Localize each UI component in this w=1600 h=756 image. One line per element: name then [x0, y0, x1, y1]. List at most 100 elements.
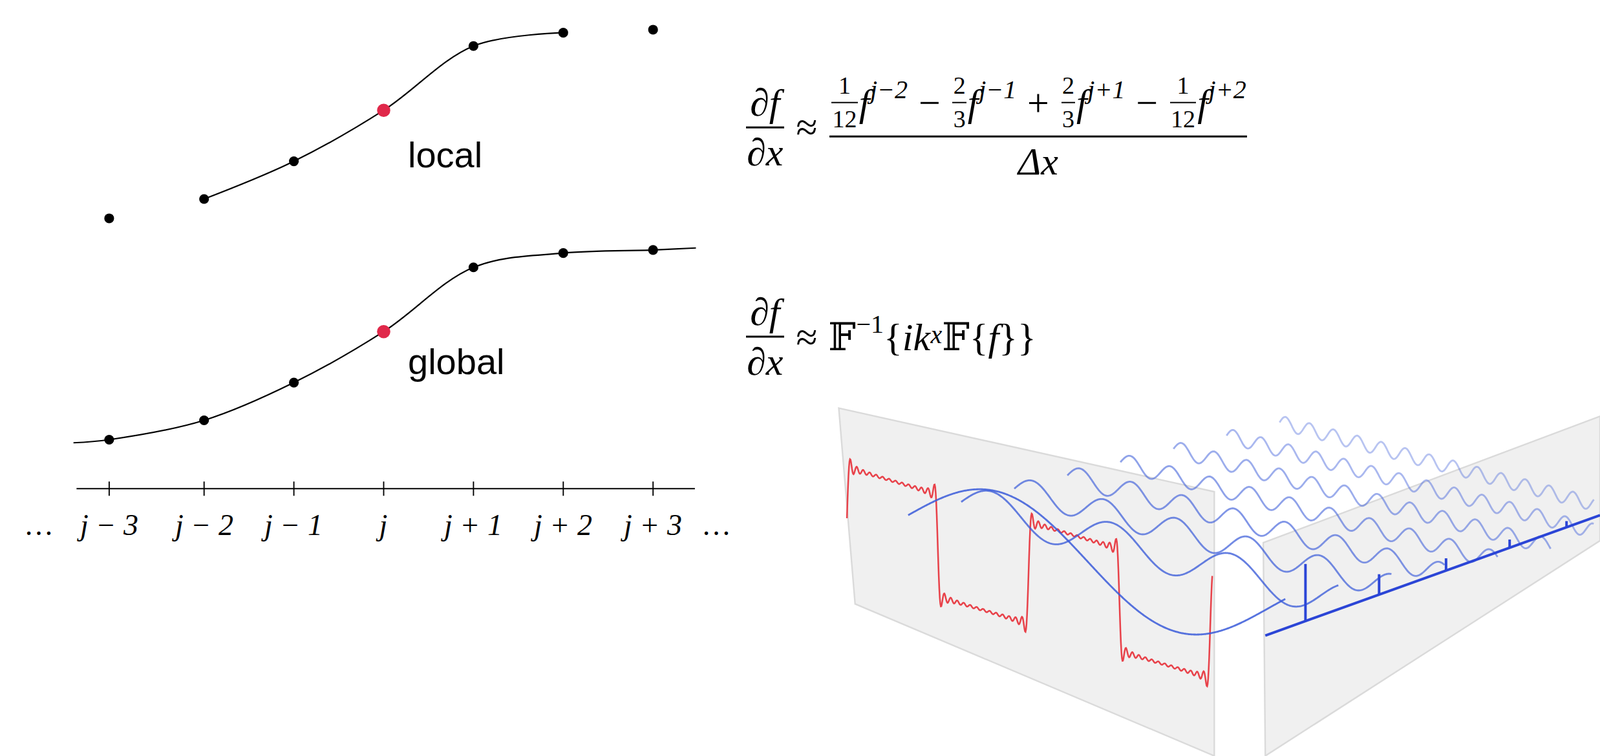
equation-term: 12 — [832, 106, 858, 134]
spectrum-spike — [1565, 521, 1568, 527]
fraction-bar — [1061, 102, 1076, 104]
sample-point — [288, 156, 299, 167]
denominator: 3 — [1061, 106, 1076, 134]
equation-term: }} — [998, 315, 1037, 359]
equation-term: 1 — [838, 72, 851, 100]
sine-component — [1279, 416, 1594, 509]
fraction: 112 — [831, 72, 858, 134]
approx-sign: ≈ — [795, 106, 818, 149]
global-interpolant — [73, 248, 697, 443]
spectrum-spike — [1303, 564, 1307, 622]
fraction-bar — [1170, 102, 1197, 104]
numerator: 1 — [837, 72, 853, 100]
sample-point — [288, 378, 299, 388]
fraction-bar — [746, 126, 785, 129]
equation-row: ∂f∂x≈112fj−2−23fj−1+23fj+1−112fj+2Δx — [744, 72, 1249, 183]
equation-term: j−2 — [870, 74, 908, 105]
spectrum-spike — [1508, 539, 1511, 549]
equation-row: ∂f∂x≈𝔽−1{ikx𝔽{f}} — [744, 290, 1037, 384]
equation-term: j−1 — [978, 74, 1017, 105]
fraction: 23 — [952, 72, 967, 134]
sample-point — [648, 245, 659, 255]
subscript: x — [930, 320, 942, 349]
axis-tick — [108, 481, 110, 496]
equation-term: x — [930, 319, 942, 349]
sine-component — [908, 489, 1286, 635]
denominator: 3 — [952, 106, 967, 134]
derivative-symbol: ∂f — [749, 81, 780, 125]
derivative-symbol: ∂f — [749, 290, 780, 334]
equation: ∂f∂x≈𝔽−1{ikx𝔽{f}} — [744, 290, 1037, 384]
fraction: ∂f ∂x — [746, 290, 785, 384]
superscript: j−2 — [870, 75, 908, 105]
denominator: ∂x — [746, 131, 785, 174]
grid-index: j + 2 — [533, 509, 593, 543]
equation-term: { — [969, 315, 989, 359]
numerator: 1 — [1175, 72, 1191, 100]
equation-term: f — [967, 81, 979, 125]
equation-term: f — [859, 81, 871, 125]
equation-term: 3 — [953, 106, 966, 134]
fraction-bar — [829, 135, 1248, 138]
equation-term: −1 — [855, 309, 884, 339]
equation-term: − — [918, 81, 941, 125]
panel-label: global — [407, 341, 505, 383]
numerator: 2 — [952, 72, 967, 100]
equation-term: 12 — [1170, 106, 1196, 134]
numerator: ∂f — [749, 290, 781, 334]
sine-component — [1173, 442, 1551, 549]
axis-tick — [203, 481, 205, 496]
sample-point — [199, 415, 209, 426]
numerator: ∂f — [749, 81, 781, 125]
superscript-group: 𝔽−1 — [828, 315, 884, 359]
sine-component — [1226, 429, 1594, 535]
grid-index: j − 2 — [175, 509, 234, 543]
equation-term: { — [883, 315, 903, 359]
fraction: 23 — [1061, 72, 1076, 134]
denominator: 12 — [831, 106, 858, 134]
square-wave — [846, 459, 1213, 687]
superscript-group: fj−2 — [859, 81, 908, 125]
grid-axis — [76, 488, 695, 490]
grid-index: j + 1 — [444, 509, 503, 543]
equation-term: 2 — [953, 72, 966, 100]
axis-tick — [652, 481, 654, 496]
sample-point — [468, 262, 479, 273]
fraction-bar — [831, 102, 858, 104]
superscript: j−1 — [978, 75, 1017, 105]
equation: ∂f∂x≈112fj−2−23fj−1+23fj+1−112fj+2Δx — [744, 72, 1249, 183]
numerator: 2 — [1061, 72, 1076, 100]
denominator: ∂x — [746, 340, 785, 384]
local-interpolant — [204, 32, 564, 200]
superscript: j+2 — [1208, 75, 1247, 105]
evaluation-point — [376, 103, 391, 118]
sample-point — [558, 248, 569, 258]
grid-index: j − 3 — [80, 509, 139, 543]
equation-term: + — [1027, 81, 1050, 125]
denominator: 12 — [1170, 106, 1197, 134]
superscript-group: fj−1 — [967, 81, 1017, 125]
derivative-symbol: ∂x — [746, 131, 783, 174]
axis-tick — [472, 481, 474, 496]
sample-point — [104, 213, 114, 224]
sample-point — [648, 24, 659, 35]
axis-tick — [293, 481, 295, 496]
time-panel — [838, 408, 1215, 756]
fraction-bar — [746, 336, 785, 339]
fraction: ∂f ∂x — [746, 81, 785, 174]
equation-term: − — [1135, 81, 1158, 125]
denominator: Δx — [1017, 139, 1059, 183]
fraction: 112 — [1170, 72, 1197, 134]
sample-point — [558, 27, 569, 38]
equation-term: 2 — [1062, 72, 1075, 100]
superscript: j+1 — [1087, 75, 1125, 105]
numerator: 112fj−2−23fj−1+23fj+1−112fj+2 — [829, 72, 1248, 134]
equation-term: j+2 — [1208, 74, 1247, 105]
axis-tick — [383, 481, 385, 496]
equation-term: 𝔽 — [828, 315, 856, 359]
evaluation-point — [376, 325, 391, 339]
axis-tick — [562, 481, 564, 496]
equation-term: 1 — [1177, 72, 1190, 100]
equation-term: ik — [902, 315, 931, 359]
equation-term: Δx — [1018, 139, 1059, 183]
